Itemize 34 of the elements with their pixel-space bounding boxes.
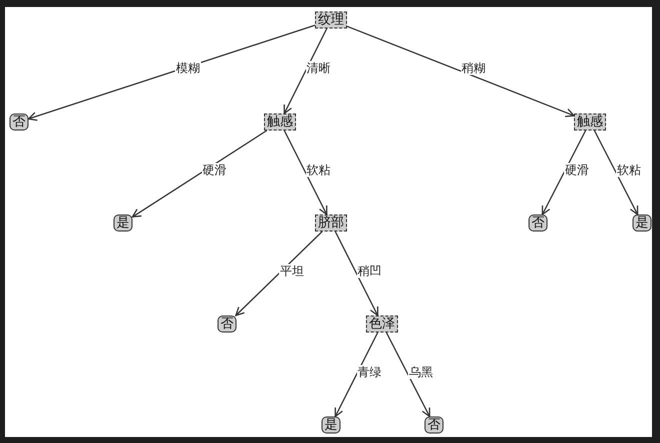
edge-label: 模糊 bbox=[175, 61, 201, 75]
edge-label: 乌黑 bbox=[408, 364, 434, 378]
leaf-box: 否 bbox=[424, 416, 444, 434]
arrow bbox=[284, 28, 328, 114]
arrow bbox=[132, 130, 268, 218]
edge-label: 软粘 bbox=[616, 162, 642, 176]
leaf-box: 是 bbox=[322, 416, 340, 434]
arrow bbox=[28, 24, 316, 121]
leaf-box: 是 bbox=[114, 214, 132, 232]
leaf-box: 否 bbox=[218, 316, 236, 332]
edge-label: 稍糊 bbox=[460, 61, 486, 75]
edge-label: 硬滑 bbox=[202, 162, 228, 176]
decision-box: 触感 bbox=[574, 114, 606, 130]
arrow bbox=[542, 130, 586, 216]
arrow bbox=[386, 332, 430, 418]
leaf-box: 否 bbox=[528, 214, 548, 232]
edge-label: 青绿 bbox=[356, 364, 382, 378]
edge-label: 软粘 bbox=[306, 162, 332, 176]
arrow bbox=[334, 332, 378, 418]
arrow bbox=[346, 26, 575, 118]
arrow bbox=[594, 130, 638, 216]
edge-label: 平坦 bbox=[279, 264, 305, 278]
arrow bbox=[334, 231, 378, 316]
leaf-box: 否 bbox=[10, 114, 28, 130]
decision-box: 纹理 bbox=[315, 12, 347, 28]
arrow bbox=[284, 130, 328, 216]
decision-box: 触感 bbox=[264, 114, 296, 130]
edge-label: 硬滑 bbox=[564, 162, 590, 176]
edge-label: 清晰 bbox=[306, 61, 332, 75]
decision-box: 脐部 bbox=[315, 214, 347, 232]
edge-label: 稍凹 bbox=[356, 264, 382, 278]
decision-box: 色泽 bbox=[366, 316, 398, 332]
leaf-box: 是 bbox=[632, 214, 652, 232]
arrow bbox=[235, 231, 323, 316]
